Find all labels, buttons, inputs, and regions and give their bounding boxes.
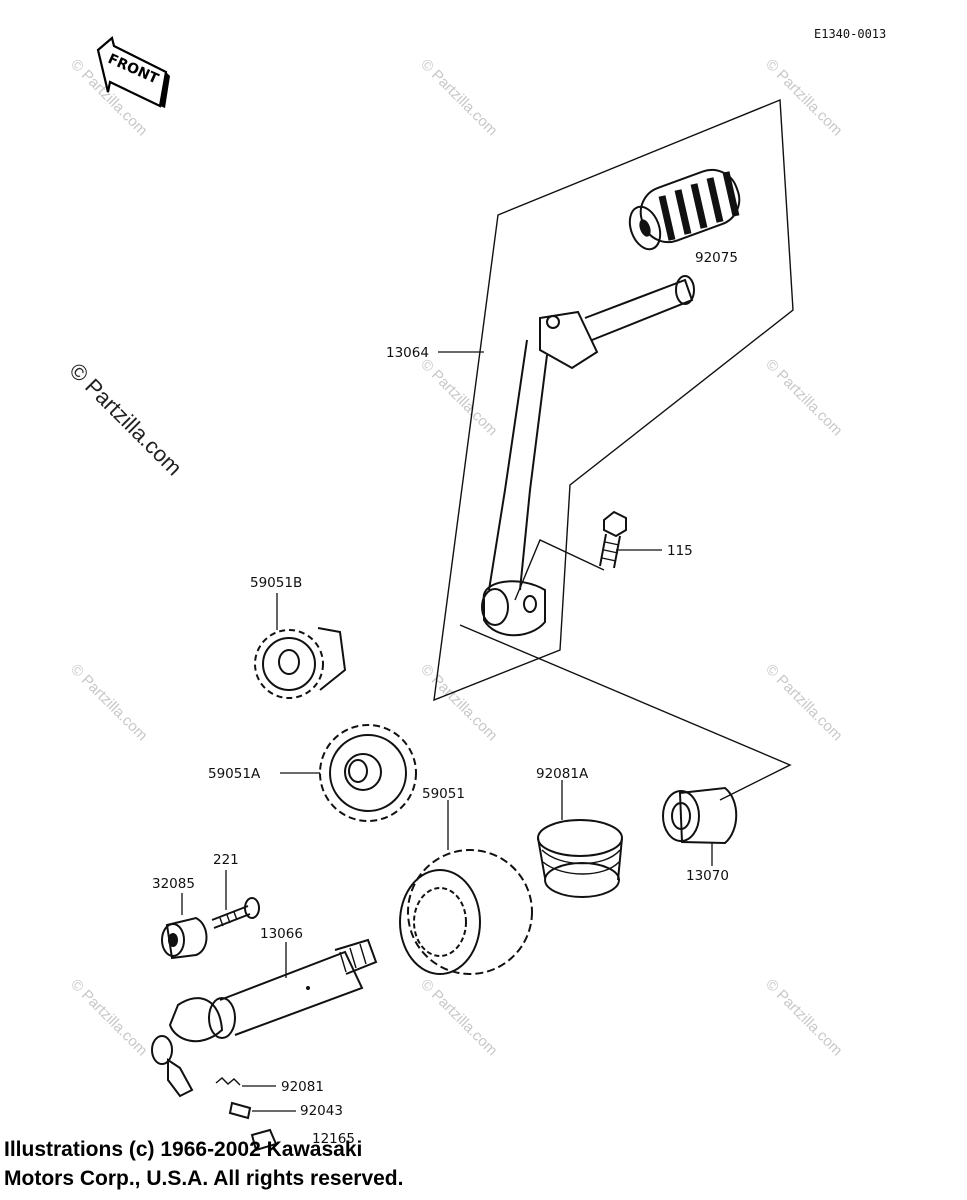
- part-label-221: 221: [213, 852, 239, 868]
- assembly-plane-outline: [433, 98, 794, 702]
- kick-shaft-part: [151, 938, 378, 1098]
- part-label-59051B: 59051B: [250, 575, 302, 591]
- copyright-notice: Illustrations (c) 1966-2002 Kawasaki Mot…: [4, 1135, 403, 1193]
- diagram-code: E1340-0013: [814, 27, 886, 41]
- part-label-59051A: 59051A: [208, 766, 261, 782]
- watermark: © Partzilla.com: [417, 56, 500, 139]
- part-label-92075: 92075: [695, 250, 738, 266]
- bolt-221-part: [211, 897, 260, 929]
- spring-92081A-part: [537, 819, 623, 898]
- watermark: © Partzilla.com: [67, 976, 150, 1059]
- gear-59051A-part: [319, 724, 417, 822]
- watermark: © Partzilla.com: [417, 356, 500, 439]
- watermark: © Partzilla.com: [762, 661, 845, 744]
- watermark: © Partzilla.com: [762, 356, 845, 439]
- gear-59051-part: [399, 849, 533, 975]
- part-label-12165: 12165: [312, 1131, 355, 1147]
- watermark: © Partzilla.com: [67, 661, 150, 744]
- part-label-13064: 13064: [386, 345, 429, 361]
- part-label-92081A: 92081A: [536, 766, 589, 782]
- part-label-115: 115: [667, 543, 693, 559]
- grip-rubber-part: [628, 168, 741, 251]
- holder-13070-part: [662, 786, 738, 845]
- copyright-line-2: Motors Corp., U.S.A. All rights reserved…: [4, 1167, 404, 1190]
- watermark: © Partzilla.com: [417, 661, 500, 744]
- part-label-92081: 92081: [281, 1079, 324, 1095]
- ball-12165-part: [250, 1128, 278, 1152]
- gear-59051B-part: [254, 627, 347, 699]
- part-label-92043: 92043: [300, 1103, 343, 1119]
- watermark: © Partzilla.com: [762, 56, 845, 139]
- assembly-line: [459, 624, 792, 801]
- part-label-32085: 32085: [152, 876, 195, 892]
- part-label-13070: 13070: [686, 868, 729, 884]
- part-label-59051: 59051: [422, 786, 465, 802]
- pin-92043-part: [228, 1101, 252, 1120]
- collar-32085-part: [161, 916, 208, 960]
- watermark: © Partzilla.com: [417, 976, 500, 1059]
- spring-92081-part: [215, 1077, 241, 1086]
- watermark-main: © Partzilla.com: [64, 358, 187, 481]
- bolt-leader-line: [514, 539, 605, 601]
- part-label-13066: 13066: [260, 926, 303, 942]
- bolt-part: [599, 510, 627, 569]
- watermark: © Partzilla.com: [762, 976, 845, 1059]
- kick-pedal-arm-part: [481, 275, 695, 637]
- copyright-line-1: Illustrations (c) 1966-2002 Kawasaki: [4, 1138, 363, 1161]
